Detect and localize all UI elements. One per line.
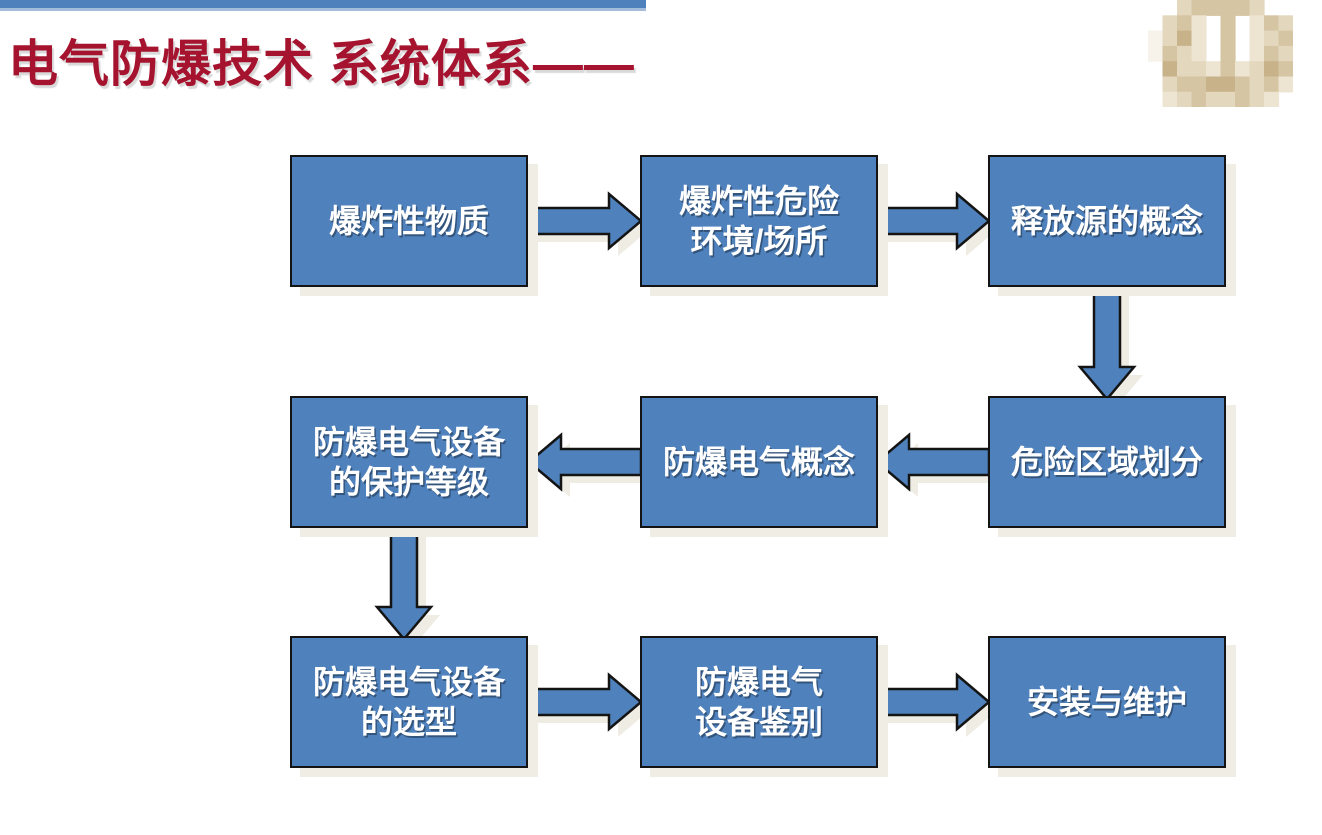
arrow-right-3 (529, 672, 650, 737)
arrow-left-1 (529, 432, 650, 497)
flow-box-hazardous-environment: 爆炸性危险 环境/场所 (640, 155, 878, 287)
top-accent-bar-strip (0, 8, 646, 11)
arrow-down-1 (1077, 287, 1143, 407)
flow-box-release-source-concept: 释放源的概念 (988, 155, 1226, 287)
arrow-right-4 (877, 672, 998, 737)
flow-box-installation-maintenance: 安装与维护 (988, 636, 1226, 768)
arrow-left-2 (877, 432, 998, 497)
flow-box-equipment-selection: 防爆电气设备 的选型 (290, 636, 528, 768)
logo-image (1148, 0, 1293, 107)
top-accent-bar (0, 0, 646, 8)
flow-box-explosionproof-electrical-concept: 防爆电气概念 (640, 396, 878, 528)
arrow-right-1 (529, 191, 650, 256)
page-title: 电气防爆技术 系统体系—— (8, 36, 635, 92)
flow-box-equipment-identification: 防爆电气 设备鉴别 (640, 636, 878, 768)
flow-box-explosive-substances: 爆炸性物质 (290, 155, 528, 287)
flow-box-equipment-protection-level: 防爆电气设备 的保护等级 (290, 396, 528, 528)
arrow-right-2 (877, 191, 998, 256)
flow-box-hazardous-area-classification: 危险区域划分 (988, 396, 1226, 528)
arrow-down-2 (374, 527, 440, 647)
